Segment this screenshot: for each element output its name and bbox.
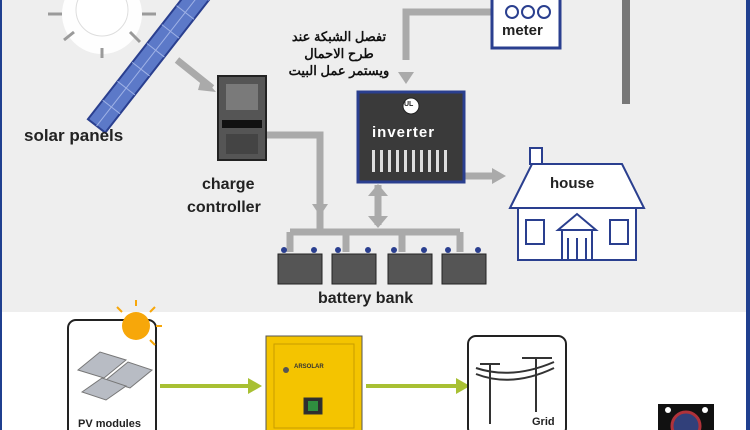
- battery-bank-label: battery bank: [318, 290, 414, 307]
- inverter-brand-label: ARSOLAR: [294, 364, 324, 370]
- house-icon: [508, 147, 646, 261]
- pv-modules-icon: [76, 351, 154, 401]
- arrowhead-pv: [248, 378, 262, 394]
- bottom-diagram: [67, 300, 714, 430]
- inverter-label: inverter: [372, 124, 436, 141]
- connector-lines: [174, 8, 500, 252]
- solar-panels-label: solar panels: [24, 126, 124, 145]
- meter-icon: [490, 0, 562, 50]
- grid-label: Grid: [532, 416, 555, 428]
- inverter-ul-badge: UL: [404, 101, 414, 108]
- arabic-note-line3: ويستمر عمل البيت: [288, 63, 390, 78]
- arrow-to-house: [492, 168, 506, 184]
- arrow-up-inverter: [368, 184, 388, 196]
- arrow-down-battery: [368, 216, 388, 228]
- meter-label: meter: [502, 22, 543, 39]
- grid-box: [467, 335, 567, 430]
- arrow-to-controller: [198, 76, 216, 92]
- pv-sun-icon: [116, 300, 162, 346]
- charge-label-line1: charge: [202, 176, 255, 193]
- utility-pole-icon: [622, 0, 630, 104]
- logo-icon: [658, 404, 714, 430]
- solar-panel-icon: [86, 0, 224, 135]
- arabic-note-line1: تفصل الشبكة عند: [291, 29, 387, 44]
- charge-label-line2: controller: [187, 199, 261, 216]
- charge-controller-icon: [217, 75, 267, 161]
- inverter-icon: [356, 90, 466, 184]
- arabic-note-line2: طرح الاحمال: [304, 46, 374, 61]
- sun-icon: [48, 0, 156, 58]
- battery-bank-icon: [277, 247, 487, 285]
- house-label: house: [550, 175, 595, 192]
- grid-inverter-icon: [265, 335, 363, 430]
- power-pole-icon: [475, 357, 555, 424]
- arrow-to-battery: [312, 204, 328, 216]
- arrow-to-inverter: [398, 72, 414, 84]
- arrowhead-grid: [456, 378, 470, 394]
- arabic-note: تفصل الشبكة عند طرح الاحمال ويستمر عمل ا…: [274, 28, 404, 79]
- pv-modules-label: PV modules: [78, 418, 141, 430]
